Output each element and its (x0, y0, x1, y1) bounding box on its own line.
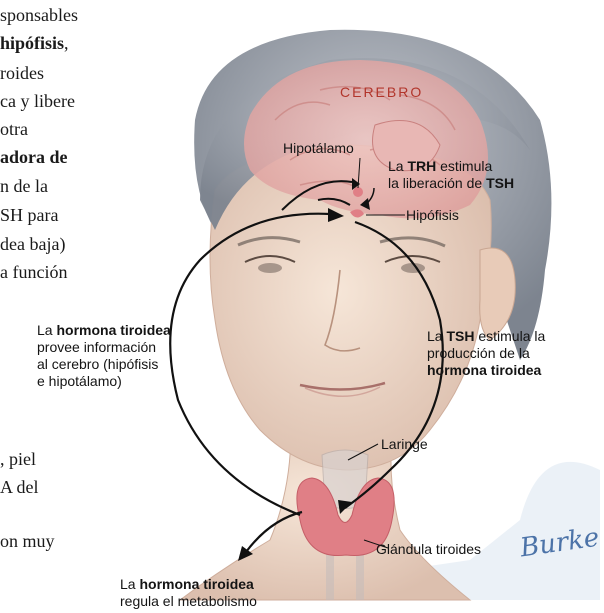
trh-callout: La TRH estimula la liberación de TSH (388, 158, 514, 192)
tsh-callout: La TSH estimula la producción de la horm… (427, 328, 545, 379)
article-line: adora de (0, 146, 68, 168)
article-line: n de la (0, 175, 48, 197)
article-line: SH para (0, 204, 58, 226)
feedback-callout: La hormona tiroidea provee información a… (37, 322, 171, 390)
article-line: roides (0, 62, 44, 84)
larynx-label: Laringe (381, 436, 428, 453)
hypothalamus-label: Hipotálamo (283, 140, 354, 157)
brain-label: CEREBRO (340, 84, 423, 100)
article-line: dea baja) (0, 233, 65, 255)
article-line: a función (0, 261, 67, 283)
thyroid-label: Glándula tiroides (376, 541, 481, 558)
article-line: sponsables (0, 4, 78, 26)
article-line: hipófisis, (0, 32, 69, 54)
article-line: on muy (0, 530, 55, 552)
article-line: ca y libere (0, 90, 75, 112)
metabolism-callout: La hormona tiroidea regula el metabolism… (120, 576, 257, 610)
article-line: A del (0, 476, 39, 498)
pituitary-label: Hipófisis (406, 207, 459, 224)
article-line: , piel (0, 448, 36, 470)
article-line: otra (0, 118, 28, 140)
